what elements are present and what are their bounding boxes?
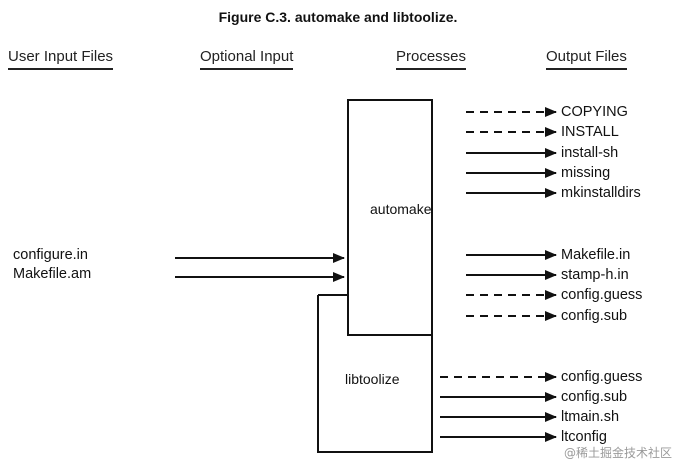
libtoolize-box: [317, 294, 433, 453]
output-mkinstalldirs: mkinstalldirs: [561, 185, 641, 201]
automake-box: [347, 99, 433, 336]
lt-output-ltmain-sh: ltmain.sh: [561, 409, 620, 425]
lt-output-config-sub: config.sub: [561, 389, 628, 405]
lt-output-config-guess: config.guess: [561, 369, 643, 385]
output-install: INSTALL: [561, 124, 619, 140]
output-missing: missing: [561, 165, 611, 181]
column-header-processes: Processes: [396, 48, 467, 70]
output-stamp-h-in: stamp-h.in: [561, 267, 629, 283]
column-header-optional-input: Optional Input: [200, 48, 294, 70]
output-arrows: [440, 107, 557, 442]
output-config-guess: config.guess: [561, 287, 643, 303]
input-configure-in: configure.in: [13, 247, 88, 263]
automake-label: automake: [370, 201, 432, 217]
figure-title: Figure C.3. automake and libtoolize.: [218, 9, 458, 25]
libtoolize-label: libtoolize: [345, 371, 400, 387]
output-makefile-in: Makefile.in: [561, 247, 631, 263]
watermark: @稀土掘金技术社区: [563, 446, 672, 460]
input-makefile-am: Makefile.am: [13, 266, 92, 282]
column-header-user-input: User Input Files: [8, 48, 114, 70]
output-copying: COPYING: [561, 104, 628, 120]
output-config-sub: config.sub: [561, 308, 628, 324]
column-header-output-files: Output Files: [546, 48, 627, 70]
lt-output-ltconfig: ltconfig: [561, 429, 607, 445]
output-install-sh: install-sh: [561, 145, 619, 161]
